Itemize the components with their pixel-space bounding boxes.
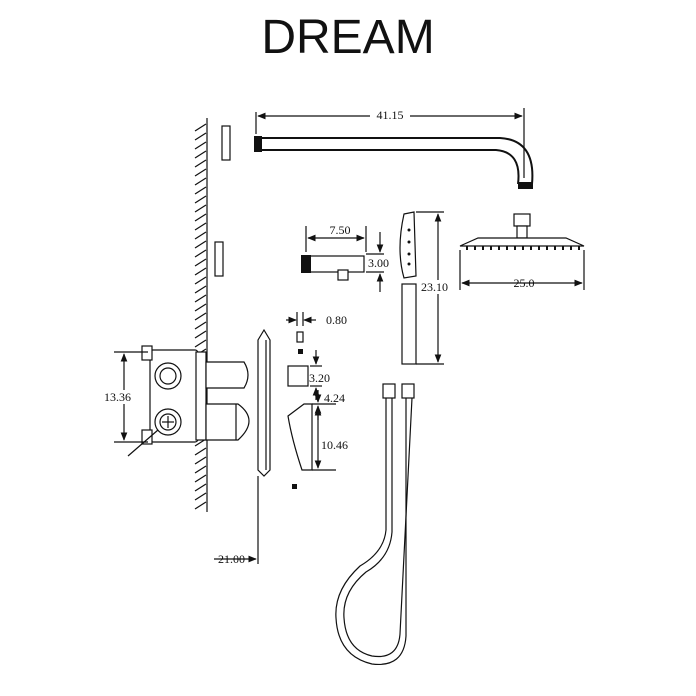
wall-hatch-line — [194, 492, 207, 501]
wall-hatch-line — [194, 240, 207, 249]
wall-hatch-line — [194, 285, 207, 294]
dim-lever-depth: 4.24 — [324, 391, 345, 405]
product-title: DREAM — [261, 11, 435, 64]
wall-hatch-line — [194, 294, 207, 303]
nozzle — [530, 246, 532, 250]
dim-valve-height: 13.36 — [104, 390, 131, 404]
dim-wall-depth: 21.00 — [218, 552, 245, 566]
wall-hatch-line — [194, 222, 207, 231]
wall-hatch-line — [194, 339, 207, 348]
trim-pin: 0.80 — [286, 312, 347, 354]
nozzle — [514, 246, 516, 250]
wall-hatch-line — [194, 150, 207, 159]
rain-shower-head: 25.0 — [459, 213, 585, 290]
wall-hatch-line — [194, 123, 207, 132]
dim-wall: 21.00 — [214, 476, 259, 566]
wall-hatch-line — [194, 186, 207, 195]
nozzle — [554, 246, 556, 250]
wall-hatch-line — [194, 213, 207, 222]
wall-hatch-line — [194, 456, 207, 465]
wall-hatch-line — [194, 465, 207, 474]
wall-hatch-line — [194, 312, 207, 321]
wall-hatch-line — [194, 330, 207, 339]
nozzle — [546, 246, 548, 250]
lever-handle: 4.24 10.46 — [287, 390, 354, 489]
wall-hatch-line — [194, 483, 207, 492]
wall-hatch-line — [194, 231, 207, 240]
trim-plate — [257, 328, 271, 477]
nozzle — [506, 246, 508, 250]
hand-shower: 23.10 — [399, 211, 454, 365]
wall-hatch-line — [194, 501, 207, 510]
nozzle — [570, 246, 572, 250]
wall-slot-upper — [221, 125, 231, 161]
wall — [194, 118, 208, 512]
wall-hatch-line — [194, 474, 207, 483]
wall-hatch-line — [194, 258, 207, 267]
valve-body — [127, 345, 250, 457]
dim-pin-width: 0.80 — [326, 313, 347, 327]
dim-head-width: 25.0 — [514, 276, 535, 290]
nozzle — [482, 246, 484, 250]
wall-elbow: 7.50 3.00 — [301, 223, 389, 292]
wall-hatch-line — [194, 249, 207, 258]
dim-arm-length: 41.15 — [377, 108, 404, 122]
wall-hatch-line — [194, 204, 207, 213]
dim-lever-height: 10.46 — [321, 438, 348, 452]
shower-arm: 41.15 — [254, 108, 534, 189]
nozzle — [466, 246, 468, 250]
wall-slot-lower — [214, 241, 224, 277]
dim-valve: 13.36 — [100, 351, 148, 443]
nozzle — [562, 246, 564, 250]
nozzle — [490, 246, 492, 250]
dim-handshower-length: 23.10 — [421, 280, 448, 294]
wall-hatch-line — [194, 303, 207, 312]
nozzle — [498, 246, 500, 250]
wall-hatch-line — [194, 267, 207, 276]
nozzle — [578, 246, 580, 250]
wall-hatch-line — [194, 132, 207, 141]
diverter-knob: 3.20 — [287, 350, 330, 400]
nozzle — [474, 246, 476, 250]
wall-hatch-line — [194, 159, 207, 168]
wall-hatch-line — [194, 177, 207, 186]
wall-hatch-line — [194, 276, 207, 285]
nozzle — [538, 246, 540, 250]
dim-elbow-width: 7.50 — [330, 223, 351, 237]
wall-hatch-line — [194, 195, 207, 204]
dim-knob-height: 3.20 — [309, 371, 330, 385]
wall-hatch-line — [194, 321, 207, 330]
shower-hose — [335, 383, 415, 666]
wall-hatch-line — [194, 168, 207, 177]
wall-hatch-line — [194, 141, 207, 150]
wall-hatch-line — [194, 447, 207, 456]
dim-elbow-height: 3.00 — [368, 256, 389, 270]
nozzle — [522, 246, 524, 250]
